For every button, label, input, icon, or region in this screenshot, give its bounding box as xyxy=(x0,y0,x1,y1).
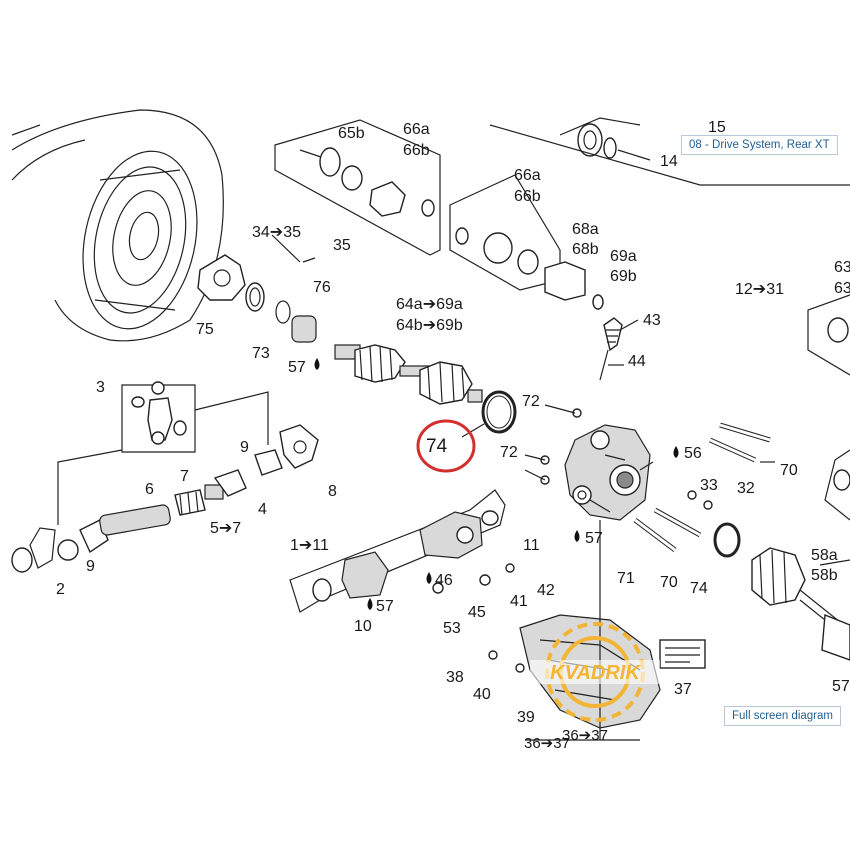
callout-35: 35 xyxy=(333,237,351,254)
callout-38: 38 xyxy=(446,669,464,686)
callout-53: 53 xyxy=(443,620,461,637)
callout-73: 73 xyxy=(252,345,270,362)
callout-64b-69b: 64b➔69b xyxy=(396,317,463,334)
callout-63a: 63 xyxy=(834,259,850,276)
callout-12-31: 12➔31 xyxy=(735,281,784,298)
callout-36-37b: 36➔37 xyxy=(524,735,570,752)
callout-75: 75 xyxy=(196,321,214,338)
callout-68a: 68a xyxy=(572,221,599,238)
callout-72b: 72 xyxy=(500,444,518,461)
callout-34-35: 34➔35 xyxy=(252,224,301,241)
wheel-hub-assembly xyxy=(197,234,317,343)
callout-32: 32 xyxy=(737,480,755,497)
callout-36-37a: 36➔37 xyxy=(562,727,608,744)
callout-58b: 58b xyxy=(811,567,838,584)
callout-69b: 69b xyxy=(610,268,637,285)
right-axle xyxy=(713,522,850,661)
callout-43: 43 xyxy=(643,312,661,329)
callout-14: 14 xyxy=(660,153,678,170)
callout-44: 44 xyxy=(628,353,646,370)
callout-66a: 66a xyxy=(514,167,541,184)
differential-housing xyxy=(524,404,654,521)
callout-56: 56 xyxy=(684,445,702,462)
callout-37: 37 xyxy=(674,681,692,698)
callout-57a: 57 xyxy=(288,359,306,376)
callout-57b: 57 xyxy=(585,530,603,547)
seal-14-15 xyxy=(489,117,850,186)
callout-33: 33 xyxy=(700,477,718,494)
callout-2: 2 xyxy=(56,581,65,598)
prop-shaft xyxy=(11,424,319,573)
callout-70b: 70 xyxy=(660,574,678,591)
callout-1-11: 1➔11 xyxy=(290,537,329,554)
callout-58a: 58a xyxy=(811,547,838,564)
callout-41: 41 xyxy=(510,593,528,610)
callout-6: 6 xyxy=(145,481,154,498)
callout-15: 15 xyxy=(708,119,726,136)
callout-74-highlighted: 74 xyxy=(426,436,448,457)
callout-74b: 74 xyxy=(690,580,708,597)
callout-9a: 9 xyxy=(240,439,249,456)
watermark-logo: KVADRIK xyxy=(530,622,660,722)
boot-kit-boxes xyxy=(274,119,604,310)
callout-69a: 69a xyxy=(610,248,637,265)
callout-64a-69a: 64a➔69a xyxy=(396,296,463,313)
callout-7: 7 xyxy=(180,468,189,485)
callout-65b: 65b xyxy=(338,125,365,142)
callout-10: 10 xyxy=(354,618,372,635)
callout-63b: 63 xyxy=(834,280,850,297)
drive-shaft-cv xyxy=(334,344,483,405)
callout-46: 46 xyxy=(435,572,453,589)
callout-45: 45 xyxy=(468,604,486,621)
highlight-circle xyxy=(416,419,476,473)
callout-4: 4 xyxy=(258,501,267,518)
callout-3: 3 xyxy=(96,379,105,396)
gear-case xyxy=(289,489,515,613)
callout-72a: 72 xyxy=(522,393,540,410)
callout-68b: 68b xyxy=(572,241,599,258)
u-joint-box-3 xyxy=(57,381,269,525)
callout-66a-top: 66a xyxy=(403,121,430,138)
callout-66b: 66b xyxy=(514,188,541,205)
section-link[interactable]: 08 - Drive System, Rear XT xyxy=(681,135,838,155)
callout-42: 42 xyxy=(537,582,555,599)
right-edge-boxes xyxy=(807,294,850,566)
callout-39: 39 xyxy=(517,709,535,726)
breather-43-44 xyxy=(599,317,639,381)
callout-11: 11 xyxy=(523,537,540,554)
tire xyxy=(11,109,224,342)
callout-57c: 57 xyxy=(376,598,394,615)
callout-70a: 70 xyxy=(780,462,798,479)
callout-71: 71 xyxy=(617,570,635,587)
callout-40: 40 xyxy=(473,686,491,703)
callout-8: 8 xyxy=(328,483,337,500)
oil-drop-icon xyxy=(314,358,679,610)
seal-74 xyxy=(461,390,517,438)
watermark-text: KVADRIK xyxy=(550,662,641,684)
callout-57d: 57 xyxy=(832,678,850,695)
callout-76: 76 xyxy=(313,279,331,296)
callout-9b: 9 xyxy=(86,558,95,575)
callout-66b-top: 66b xyxy=(403,142,430,159)
full-screen-diagram-link[interactable]: Full screen diagram xyxy=(724,706,841,726)
bolts xyxy=(633,422,775,552)
callout-5-7: 5➔7 xyxy=(210,520,241,537)
